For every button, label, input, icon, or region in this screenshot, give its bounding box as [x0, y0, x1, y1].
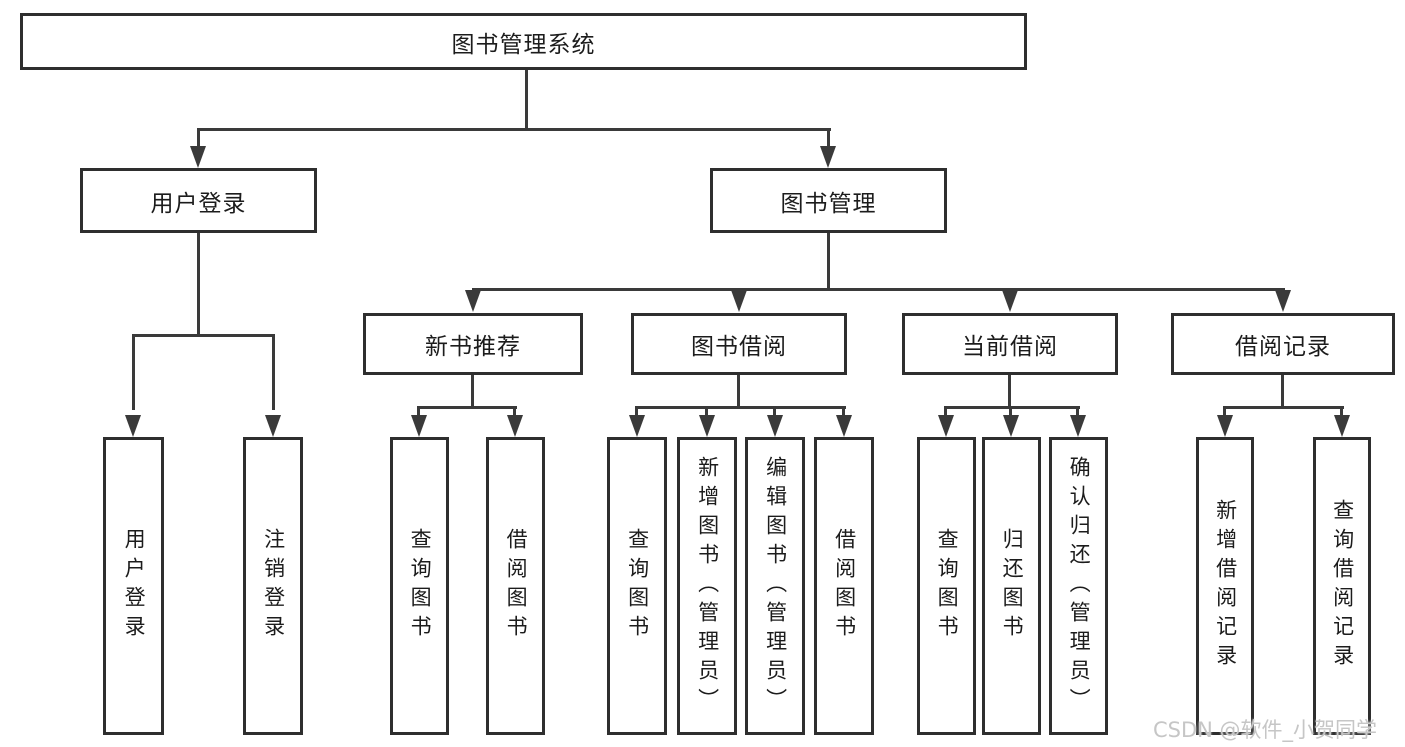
- connector-currentborrow-hbar: [944, 406, 1080, 409]
- leaf-return-books: 归还图书: [982, 437, 1041, 735]
- arrowhead-currentborrow-leaf1: [938, 415, 954, 437]
- arrowhead-newbook-leaf1: [411, 415, 427, 437]
- connector-level3-hbar: [472, 288, 1285, 291]
- leaf-edit-books-admin: 编辑图书（管理员）: [745, 437, 805, 735]
- connector-bookborrow-hbar: [635, 406, 846, 409]
- leaf-add-books-admin-label: 新增图书（管理员）: [695, 455, 720, 717]
- leaf-search-books-1-label: 查询图书: [408, 528, 433, 644]
- watermark: CSDN @软件_小贺同学: [1153, 718, 1378, 742]
- arrowhead-currentborrow-leaf2: [1003, 415, 1019, 437]
- leaf-confirm-return-admin: 确认归还（管理员）: [1049, 437, 1108, 735]
- leaf-search-borrow-record-label: 查询借阅记录: [1330, 499, 1355, 673]
- arrowhead-borrowrecord-leaf1: [1217, 415, 1233, 437]
- leaf-add-borrow-record: 新增借阅记录: [1196, 437, 1254, 735]
- connector-leaf-logout-stub: [272, 334, 275, 410]
- node-user-login: 用户登录: [80, 168, 317, 233]
- connector-currentborrow-drop: [1008, 375, 1011, 408]
- connector-leaf-userlogin-stub: [132, 334, 135, 410]
- node-library-system: 图书管理系统: [20, 13, 1027, 70]
- leaf-search-borrow-record: 查询借阅记录: [1313, 437, 1371, 735]
- connector-borrowrecord-hbar: [1223, 406, 1344, 409]
- connector-newbook-stub1: [417, 406, 420, 418]
- leaf-user-login: 用户登录: [103, 437, 164, 735]
- node-new-book-recommendation: 新书推荐: [363, 313, 583, 375]
- leaf-logout: 注销登录: [243, 437, 303, 735]
- arrowhead-borrowrecord: [1275, 290, 1291, 312]
- connector-borrowrecord-stub1: [1223, 406, 1226, 418]
- node-borrowing-records: 借阅记录: [1171, 313, 1395, 375]
- arrowhead-borrowrecord-leaf2: [1334, 415, 1350, 437]
- connector-borrowrecord-stub2: [1340, 406, 1343, 418]
- leaf-user-login-label: 用户登录: [122, 528, 147, 644]
- arrowhead-bookborrow-leaf2: [699, 415, 715, 437]
- arrowhead-newbook: [465, 290, 481, 312]
- arrowhead-leaf-logout: [265, 415, 281, 437]
- node-current-borrowing: 当前借阅: [902, 313, 1118, 375]
- leaf-confirm-return-admin-label: 确认归还（管理员）: [1067, 455, 1092, 717]
- arrowhead-userlogin: [190, 146, 206, 168]
- connector-newbook-hbar: [417, 406, 517, 409]
- leaf-search-books-3: 查询图书: [917, 437, 976, 735]
- leaf-borrow-books-2-label: 借阅图书: [832, 528, 857, 644]
- connector-bookmgmt-drop: [827, 233, 830, 290]
- connector-root-drop: [525, 70, 528, 129]
- node-book-borrowing: 图书借阅: [631, 313, 847, 375]
- leaf-add-borrow-record-label: 新增借阅记录: [1213, 499, 1238, 673]
- connector-currentborrow-stub2: [1009, 406, 1012, 418]
- leaf-borrow-books-1: 借阅图书: [486, 437, 545, 735]
- leaf-return-books-label: 归还图书: [1000, 528, 1025, 644]
- leaf-search-books-3-label: 查询图书: [935, 528, 960, 644]
- arrowhead-bookborrow-leaf3: [767, 415, 783, 437]
- arrowhead-bookborrow-leaf4: [836, 415, 852, 437]
- leaf-search-books-1: 查询图书: [390, 437, 449, 735]
- arrowhead-bookmgmt: [820, 146, 836, 168]
- arrowhead-currentborrow-leaf3: [1070, 415, 1086, 437]
- arrowhead-currentborrow: [1002, 290, 1018, 312]
- leaf-search-books-2-label: 查询图书: [625, 528, 650, 644]
- connector-borrowrecord-drop: [1281, 375, 1284, 408]
- arrowhead-bookborrow: [731, 290, 747, 312]
- leaf-logout-label: 注销登录: [261, 528, 286, 644]
- connector-bookborrow-stub4: [842, 406, 845, 418]
- connector-newbook-drop: [471, 375, 474, 408]
- arrowhead-bookborrow-leaf1: [629, 415, 645, 437]
- connector-bookmgmt-stub: [827, 128, 830, 149]
- connector-newbook-stub2: [513, 406, 516, 418]
- leaf-borrow-books-2: 借阅图书: [814, 437, 874, 735]
- connector-bookborrow-stub2: [705, 406, 708, 418]
- connector-userlogin-hbar: [132, 334, 275, 337]
- node-book-management: 图书管理: [710, 168, 947, 233]
- arrowhead-newbook-leaf2: [507, 415, 523, 437]
- connector-currentborrow-stub3: [1076, 406, 1079, 418]
- leaf-edit-books-admin-label: 编辑图书（管理员）: [763, 455, 788, 717]
- connector-bookborrow-stub3: [773, 406, 776, 418]
- connector-bookborrow-stub1: [635, 406, 638, 418]
- leaf-add-books-admin: 新增图书（管理员）: [677, 437, 737, 735]
- connector-userlogin-drop: [197, 233, 200, 337]
- connector-userlogin-stub: [197, 128, 200, 149]
- leaf-search-books-2: 查询图书: [607, 437, 667, 735]
- connector-bookborrow-drop: [737, 375, 740, 408]
- arrowhead-leaf-userlogin: [125, 415, 141, 437]
- leaf-borrow-books-1-label: 借阅图书: [504, 528, 529, 644]
- connector-currentborrow-stub1: [944, 406, 947, 418]
- connector-level2-hbar: [197, 128, 831, 131]
